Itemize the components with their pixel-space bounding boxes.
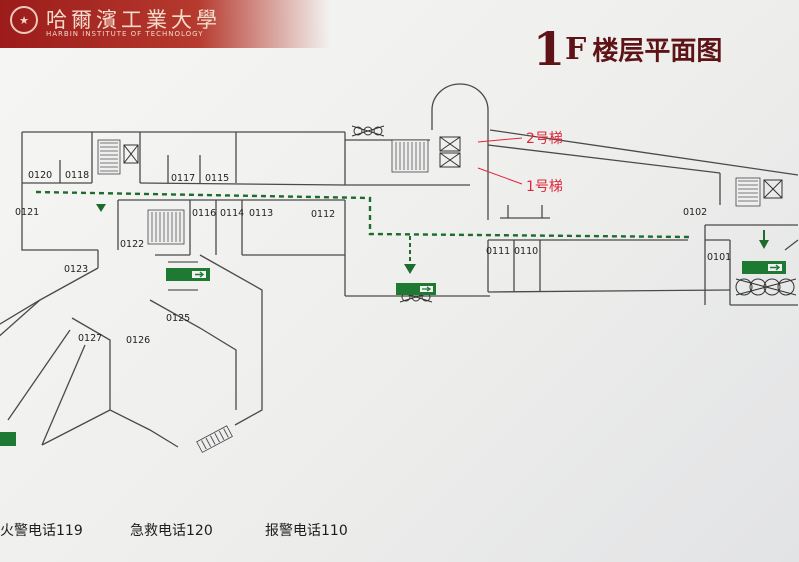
- wall-segment: [0, 299, 41, 337]
- exit-sign-icon: [166, 268, 210, 281]
- callout-elevator-2: 2号梯: [526, 131, 563, 147]
- police-hotline: 报警电话110: [265, 523, 348, 539]
- wall-stair-curve: [431, 83, 489, 220]
- university-name-en: HARBIN INSTITUTE OF TECHNOLOGY: [46, 30, 204, 38]
- room-label: 0116: [192, 208, 216, 219]
- room-label: 0102: [683, 207, 707, 218]
- wall-wing-inner: [149, 299, 237, 410]
- stairs-sw: [196, 425, 233, 453]
- walls: [0, 83, 799, 448]
- stairs-central: [391, 139, 429, 173]
- exit-sign-icon: [396, 283, 436, 295]
- wall-segment: [7, 329, 71, 421]
- wall-wing-west: [0, 267, 99, 325]
- university-emblem-icon: ★: [10, 6, 38, 34]
- callout-line-1: [477, 167, 523, 185]
- title-floor-letter: F: [565, 31, 587, 67]
- room-label: 0126: [126, 335, 150, 346]
- wall-segment: [139, 182, 346, 186]
- room-label: 0101: [707, 252, 731, 263]
- room-label: 0114: [220, 208, 244, 219]
- room-label: 0113: [249, 208, 273, 219]
- exit-sign-icon: [742, 261, 786, 274]
- wall-wing-east: [199, 254, 263, 426]
- university-name-cn: 哈爾濱工業大學: [46, 8, 221, 32]
- ambulance-hotline: 急救电话120: [130, 523, 213, 539]
- room-label: 0120: [28, 170, 52, 181]
- room-label: 0110: [514, 246, 538, 257]
- elevator-2-icon: [439, 136, 461, 152]
- room-label: 0112: [311, 209, 335, 220]
- fire-hotline: 火警电话119: [0, 523, 83, 539]
- stairs-south: [147, 209, 185, 245]
- callout-elevator-1: 1号梯: [526, 179, 563, 195]
- exit-sign-icon: [0, 432, 16, 446]
- room-label: 0118: [65, 170, 89, 181]
- room-label: 0111: [486, 246, 510, 257]
- elevator-east-icon: [763, 179, 783, 199]
- callout-line-2: [477, 137, 523, 143]
- wall-segment: [489, 129, 799, 176]
- wall-west-outer: [21, 132, 98, 251]
- room-label: 0122: [120, 239, 144, 250]
- room-label: 0121: [15, 207, 39, 218]
- wall-segment: [41, 344, 86, 446]
- stairs-west: [97, 139, 121, 175]
- evacuation-route: [35, 190, 769, 274]
- university-header-band: ★ 哈爾濱工業大學 HARBIN INSTITUTE OF TECHNOLOGY: [0, 0, 330, 48]
- room-label: 0127: [78, 333, 102, 344]
- door-symbols: [168, 125, 797, 303]
- elevator-west-icon: [123, 144, 139, 164]
- room-label: 0115: [205, 173, 229, 184]
- elevator-1-icon: [439, 152, 461, 168]
- room-label: 0117: [171, 173, 195, 184]
- room-label: 0123: [64, 264, 88, 275]
- wall-segment: [487, 289, 731, 293]
- title-floor-number: 1: [533, 22, 566, 76]
- wall-segment: [487, 144, 721, 174]
- stairs-east: [735, 177, 761, 207]
- wall-segment: [784, 239, 799, 251]
- title-text: 楼层平面图: [592, 36, 723, 67]
- wall-segment: [41, 409, 111, 446]
- room-label: 0125: [166, 313, 190, 324]
